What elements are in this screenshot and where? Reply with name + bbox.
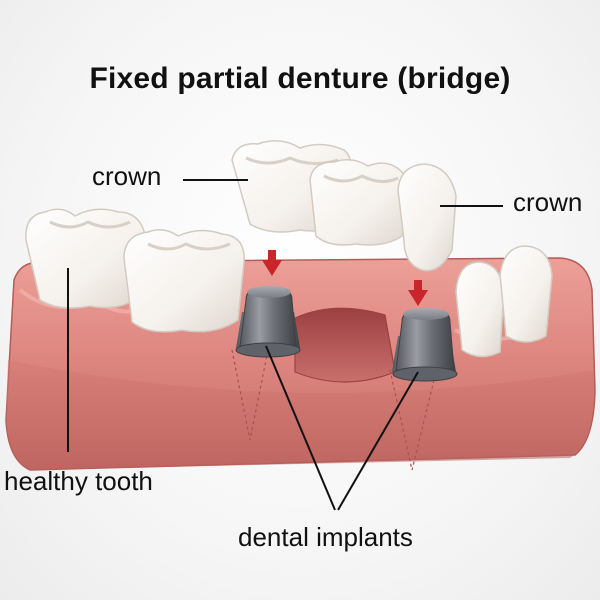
diagram-title: Fixed partial denture (bridge) [89, 62, 511, 95]
healthy-molar-left [25, 208, 147, 309]
healthy-molar-right [123, 229, 245, 333]
placement-arrow-right [408, 280, 428, 306]
implant-left [235, 286, 301, 358]
label-healthy-tooth: healthy tooth [4, 466, 153, 496]
leader-lines [67, 179, 503, 511]
front-teeth-right [455, 245, 553, 358]
leader-implant-right [337, 371, 419, 511]
label-dental-implants: dental implants [238, 522, 413, 552]
placement-arrow-left [262, 250, 282, 276]
leader-implant-left [265, 345, 336, 511]
implant-right [392, 308, 458, 382]
bridge-crowns [231, 140, 457, 272]
label-crown-left: crown [92, 161, 162, 191]
label-crown-right: crown [513, 187, 583, 217]
